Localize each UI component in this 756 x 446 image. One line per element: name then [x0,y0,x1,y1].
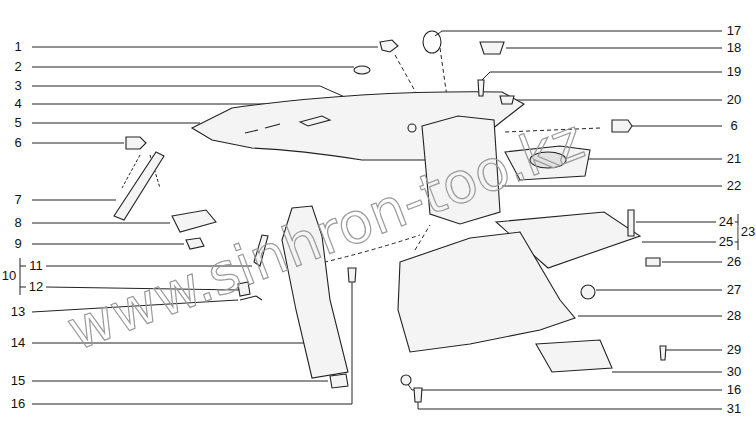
callout-number: 12 [27,280,45,294]
callout-number: 2 [12,60,23,74]
callout-number: 21 [725,152,743,166]
callout-number: 16 [9,397,27,411]
callout-number: 19 [725,65,743,79]
callout-number: 16 [725,383,743,397]
callout-number: 18 [725,41,743,55]
callout-number: 3 [12,79,23,93]
callout-number: 23 [739,225,756,239]
callout-number: 20 [725,93,743,107]
callout-number: 31 [725,402,743,416]
callout-number: 8 [12,216,23,230]
callout-number: 25 [717,235,735,249]
callout-number: 7 [12,193,23,207]
callout-number: 4 [12,97,23,111]
callout-number: 5 [12,116,23,130]
callout-number: 15 [9,374,27,388]
callout-number: 29 [725,343,743,357]
callout-number: 22 [725,179,743,193]
callout-number: 26 [725,255,743,269]
callout-number: 24 [717,215,735,229]
callout-number: 11 [27,259,45,273]
callout-number: 14 [9,336,27,350]
callout-number: 13 [9,305,27,319]
callout-number: 6 [12,136,23,150]
callout-number: 1 [12,40,23,54]
callout-number: 6 [728,119,739,133]
callout-number: 17 [725,24,743,38]
callout-number: 28 [725,309,743,323]
callout-number: 9 [12,237,23,251]
callout-number: 30 [725,365,743,379]
callout-number: 27 [725,283,743,297]
callout-number: 10 [0,269,18,283]
